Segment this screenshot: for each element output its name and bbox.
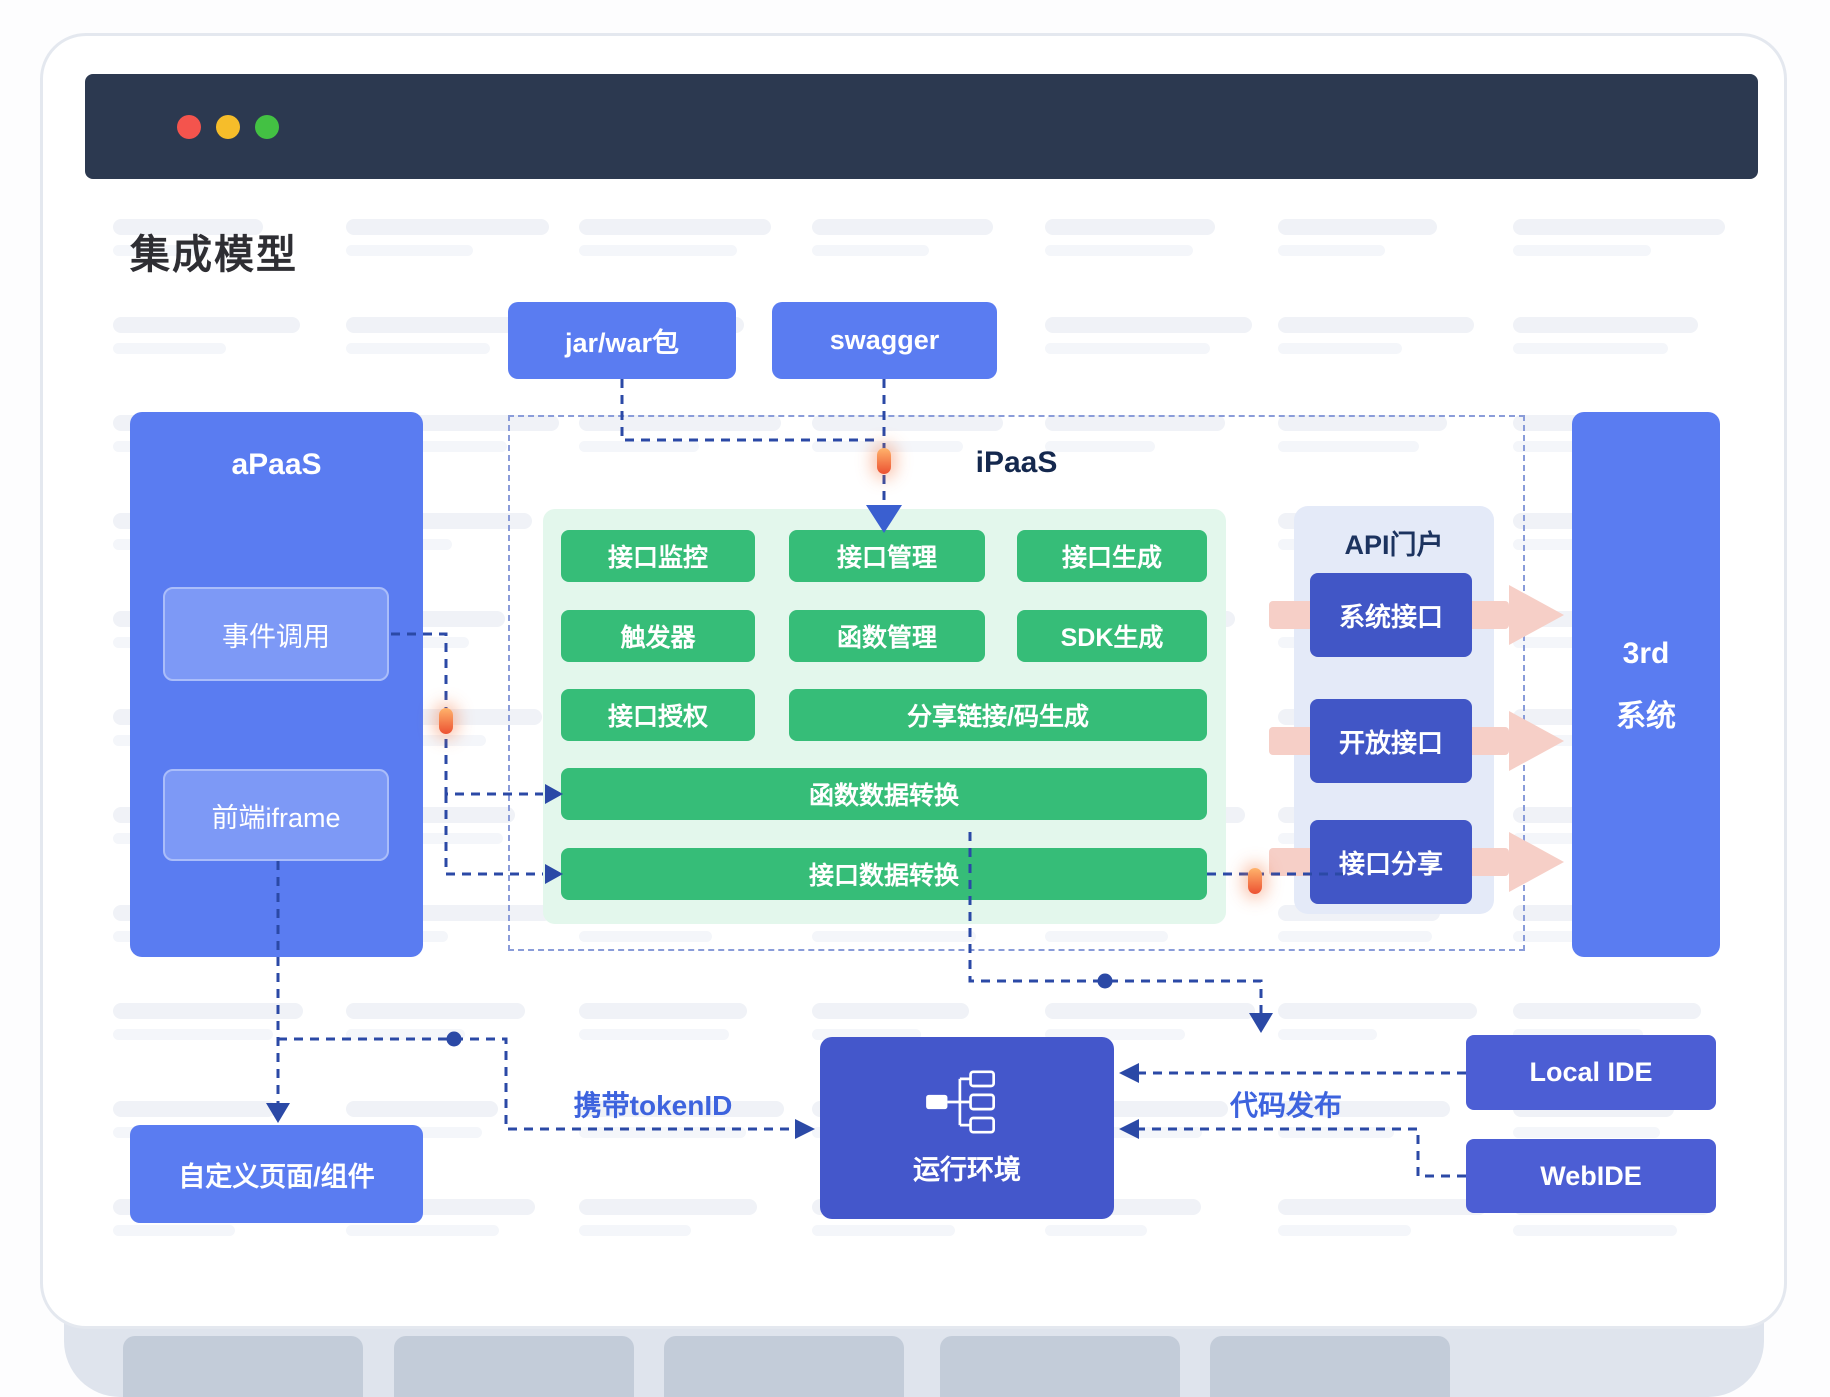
background-tab bbox=[394, 1336, 634, 1397]
node-jar-war-package: jar/war包 bbox=[508, 302, 736, 379]
background-tab bbox=[1210, 1336, 1450, 1397]
browser-titlebar bbox=[85, 74, 1758, 179]
ghost-row bbox=[346, 317, 522, 354]
node-function-manage: 函数管理 bbox=[789, 610, 985, 662]
ghost-row bbox=[113, 219, 263, 256]
node-api-monitor: 接口监控 bbox=[561, 530, 755, 582]
node-api-share: 接口分享 bbox=[1310, 820, 1472, 904]
flow-highlight-icon bbox=[439, 708, 453, 734]
apaas-title: aPaaS bbox=[231, 448, 322, 481]
api-portal-title: API门户 bbox=[1344, 530, 1444, 560]
ghost-row bbox=[579, 1003, 747, 1040]
ghost-row bbox=[1045, 415, 1225, 452]
ghost-row bbox=[346, 219, 549, 256]
node-event-call: 事件调用 bbox=[163, 587, 389, 681]
ghost-row bbox=[1045, 1003, 1255, 1040]
node-open-api: 开放接口 bbox=[1310, 699, 1472, 783]
node-runtime: 运行环境 bbox=[820, 1037, 1114, 1219]
ghost-row bbox=[579, 1199, 757, 1236]
background-tab bbox=[664, 1336, 904, 1397]
ghost-row bbox=[812, 1003, 969, 1040]
third-system-line2: 系统 bbox=[1616, 699, 1676, 733]
node-function-data-transform: 函数数据转换 bbox=[561, 768, 1207, 820]
ghost-row bbox=[1278, 415, 1447, 452]
panel-ipaas-capabilities: 接口监控 接口管理 接口生成 触发器 函数管理 SDK生成 接口授权 分享链接/… bbox=[543, 509, 1226, 924]
node-local-ide: Local IDE bbox=[1466, 1035, 1716, 1110]
ghost-row bbox=[1278, 1003, 1477, 1040]
background-tab bbox=[940, 1336, 1180, 1397]
background-tab bbox=[123, 1336, 363, 1397]
traffic-light-red-icon bbox=[177, 115, 201, 139]
ghost-row bbox=[1278, 1199, 1487, 1236]
node-trigger: 触发器 bbox=[561, 610, 755, 662]
ghost-row bbox=[812, 219, 993, 256]
node-api-generate: 接口生成 bbox=[1017, 530, 1207, 582]
runtime-label: 运行环境 bbox=[913, 1154, 1021, 1185]
ipaas-title: iPaaS bbox=[975, 446, 1058, 479]
node-web-ide: WebIDE bbox=[1466, 1139, 1716, 1213]
flow-highlight-icon bbox=[877, 448, 891, 474]
node-frontend-iframe: 前端iframe bbox=[163, 769, 389, 861]
node-share-link: 分享链接/码生成 bbox=[789, 689, 1207, 741]
ghost-row bbox=[1513, 317, 1698, 354]
ghost-row bbox=[1278, 219, 1437, 256]
traffic-light-green-icon bbox=[255, 115, 279, 139]
node-system-api: 系统接口 bbox=[1310, 573, 1472, 657]
ghost-row bbox=[1045, 219, 1215, 256]
node-api-data-transform: 接口数据转换 bbox=[561, 848, 1207, 900]
ghost-row bbox=[1513, 219, 1725, 256]
third-system-line1: 3rd bbox=[1622, 636, 1670, 670]
node-sdk-generate: SDK生成 bbox=[1017, 610, 1207, 662]
ghost-row bbox=[1278, 317, 1474, 354]
edge-label-deploy: 代码发布 bbox=[1229, 1090, 1343, 1121]
page-title: 集成模型 bbox=[130, 233, 298, 277]
flow-highlight-icon bbox=[1248, 868, 1262, 894]
node-api-authorize: 接口授权 bbox=[561, 689, 755, 741]
node-api-manage: 接口管理 bbox=[789, 530, 985, 582]
edge-label-token: 携带tokenID bbox=[573, 1090, 733, 1121]
panel-api-portal: API门户 系统接口 开放接口 接口分享 bbox=[1269, 506, 1564, 914]
node-custom-page: 自定义页面/组件 bbox=[130, 1125, 423, 1223]
ghost-row bbox=[1513, 1003, 1701, 1040]
app-window: 集成模型 jar/war包 swagger aPaaS 事件调用 前端ifram… bbox=[40, 33, 1787, 1329]
ghost-row bbox=[579, 219, 771, 256]
flowchart-icon bbox=[926, 1069, 995, 1134]
ghost-row bbox=[113, 317, 300, 354]
panel-apaas: aPaaS 事件调用 前端iframe bbox=[130, 412, 423, 957]
node-third-system: 3rd 系统 bbox=[1572, 412, 1720, 957]
traffic-light-yellow-icon bbox=[216, 115, 240, 139]
ghost-row bbox=[346, 1003, 525, 1040]
ghost-row bbox=[1045, 317, 1252, 354]
node-swagger: swagger bbox=[772, 302, 997, 379]
ghost-row bbox=[113, 1003, 303, 1040]
